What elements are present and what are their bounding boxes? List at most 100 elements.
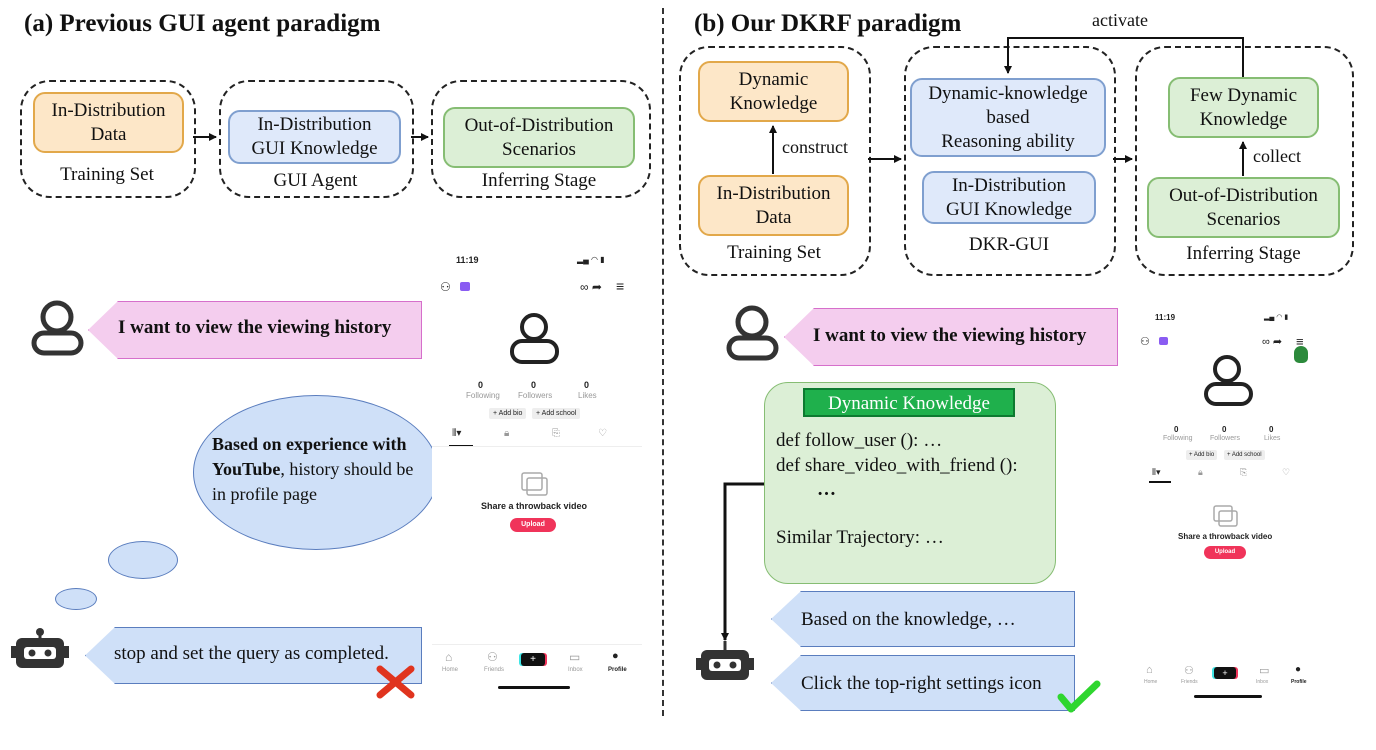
followers-count: 0: [531, 380, 537, 390]
reply-text-1: Based on the knowledge, …: [801, 609, 1016, 630]
nav-home-icon-b[interactable]: ⌂: [1146, 664, 1153, 676]
settings-menu-icon[interactable]: ≡: [1296, 334, 1304, 349]
nav-home-b[interactable]: Home: [1144, 679, 1158, 685]
nav-friends-icon[interactable]: ⚇: [487, 650, 498, 664]
add-friend-icon[interactable]: ⚇: [440, 280, 451, 294]
nav-friends-icon-b[interactable]: ⚇: [1184, 665, 1194, 677]
tab-reposts-icon-b[interactable]: ⎘: [1240, 467, 1248, 477]
thought-text: Based on experience with YouTube, histor…: [212, 432, 426, 507]
badge-icon-b[interactable]: [1159, 337, 1168, 345]
reply-bubble-1: [771, 591, 1075, 647]
inferring-stage-group: [431, 80, 651, 198]
following-count-b: 0: [1174, 425, 1179, 434]
gui-agent-caption: GUI Agent: [273, 170, 358, 191]
nav-inbox[interactable]: Inbox: [568, 667, 583, 673]
share-icon-b[interactable]: ∞ ➦: [1262, 336, 1283, 348]
reply-text-2: Click the top-right settings icon: [801, 673, 1042, 694]
training-set-caption: Training Set: [60, 164, 154, 185]
nav-friends[interactable]: Friends: [484, 667, 505, 673]
menu-icon[interactable]: ≡: [616, 278, 625, 294]
upload-button[interactable]: Upload: [510, 518, 556, 532]
user-query-bubble-b: [784, 308, 1118, 366]
thought-cloud-dot-large: [108, 541, 178, 579]
tap-hand-icon: [1294, 346, 1308, 363]
home-indicator-b: [1194, 695, 1262, 698]
following-label: Following: [466, 391, 500, 400]
phone-screenshot-left: 11:19 ▂▄ ◠ ▮ ⚇ ∞ ➦ ≡ 0 Following 0 Follo…: [432, 250, 642, 710]
panel-a-title: (a) Previous GUI agent paradigm: [24, 10, 381, 37]
robot-reply-bubble: [85, 627, 422, 684]
tab-divider: [432, 446, 642, 447]
status-time-b: 11:19: [1155, 313, 1176, 322]
tab-videos-icon-b[interactable]: ⦀▾: [1152, 467, 1161, 477]
dynamic-knowledge-header: Dynamic Knowledge: [803, 388, 1015, 417]
nav-profile-b[interactable]: Profile: [1291, 679, 1307, 685]
tab-liked-icon[interactable]: ♡: [598, 428, 607, 439]
share-throwback-text-b: Share a throwback video: [1178, 532, 1273, 541]
nav-inbox-icon[interactable]: ▭: [569, 650, 581, 664]
dk-line-3: …: [817, 479, 836, 500]
nav-profile-icon[interactable]: ●: [612, 650, 619, 662]
status-time: 11:19: [456, 255, 479, 265]
add-bio-button[interactable]: + Add bio: [489, 408, 527, 419]
nav-create-button-b[interactable]: +: [1214, 667, 1236, 679]
reasoning-ability-box: Dynamic-knowledge based Reasoning abilit…: [910, 78, 1106, 157]
activate-label: activate: [1092, 10, 1148, 30]
upload-button-b[interactable]: Upload: [1204, 546, 1246, 559]
reply-bubble-2: [771, 655, 1075, 711]
user-icon-b: [726, 305, 779, 361]
inferring-stage-caption: Inferring Stage: [481, 170, 597, 191]
followers-count-b: 0: [1222, 425, 1227, 434]
tab-videos-icon[interactable]: ⦀▾: [452, 428, 462, 439]
nav-friends-b[interactable]: Friends: [1181, 679, 1198, 685]
add-school-button-b[interactable]: + Add school: [1224, 450, 1265, 460]
training-set-group: [20, 80, 196, 198]
thought-text-rest: , history should be in profile page: [212, 459, 414, 504]
nav-create-button[interactable]: +: [521, 653, 545, 666]
thought-cloud: [193, 395, 439, 550]
few-dynamic-knowledge-box: Few Dynamic Knowledge: [1168, 77, 1319, 138]
home-indicator: [498, 686, 570, 689]
dk-line-4: Similar Trajectory: …: [776, 527, 944, 548]
nav-profile-icon-b[interactable]: ●: [1295, 664, 1302, 675]
share-icon[interactable]: ∞ ➦: [580, 280, 602, 294]
robot-icon: [11, 628, 69, 668]
nav-inbox-icon-b[interactable]: ▭: [1259, 665, 1270, 677]
likes-count: 0: [584, 380, 590, 390]
add-friend-icon-b[interactable]: ⚇: [1140, 336, 1150, 348]
status-icons-b: ▂▄ ◠ ▮: [1264, 314, 1289, 321]
dkr-gui-caption: DKR-GUI: [968, 234, 1050, 255]
likes-label-b: Likes: [1264, 435, 1281, 442]
user-icon: [31, 300, 84, 356]
following-label-b: Following: [1163, 435, 1193, 442]
user-query-text: I want to view the viewing history: [118, 317, 392, 338]
thought-cloud-dot-small: [55, 588, 97, 610]
dk-line-1: def follow_user (): …: [776, 430, 943, 451]
add-school-button[interactable]: + Add school: [532, 408, 581, 419]
likes-label: Likes: [578, 391, 597, 400]
panel-b-title: (b) Our DKRF paradigm: [694, 10, 962, 37]
user-query-bubble: [88, 301, 422, 359]
dynamic-knowledge-box: Dynamic Knowledge: [698, 61, 849, 122]
tab-reposts-icon[interactable]: ⎘: [552, 428, 560, 439]
inferring-stage-caption-b: Inferring Stage: [1186, 243, 1301, 264]
share-throwback-text: Share a throwback video: [481, 501, 588, 511]
likes-count-b: 0: [1269, 425, 1274, 434]
tab-underline-b: [1149, 481, 1171, 483]
tab-private-icon[interactable]: 🔒︎: [504, 428, 510, 439]
nav-profile[interactable]: Profile: [608, 667, 627, 673]
phone-screenshot-right: 11:19 ▂▄ ◠ ▮ ⚇ ∞ ➦ ≡ 0 Following 0 Follo…: [1134, 308, 1330, 708]
in-distribution-data-box-b: In-Distribution Data: [698, 175, 849, 236]
badge-icon[interactable]: [460, 282, 470, 291]
nav-inbox-b[interactable]: Inbox: [1256, 679, 1269, 685]
nav-home[interactable]: Home: [442, 667, 459, 673]
gui-knowledge-box: In-Distribution GUI Knowledge: [228, 110, 401, 164]
gui-knowledge-box-b: In-Distribution GUI Knowledge: [922, 171, 1096, 224]
tab-private-icon-b[interactable]: 🔒︎: [1198, 467, 1203, 477]
inferring-stage-group-b: [1135, 46, 1354, 276]
ood-scenarios-box: Out-of-Distribution Scenarios: [443, 107, 635, 168]
add-bio-button-b[interactable]: + Add bio: [1186, 450, 1218, 460]
tab-liked-icon-b[interactable]: ♡: [1282, 467, 1291, 477]
nav-home-icon[interactable]: ⌂: [445, 650, 453, 664]
following-count: 0: [478, 380, 484, 390]
